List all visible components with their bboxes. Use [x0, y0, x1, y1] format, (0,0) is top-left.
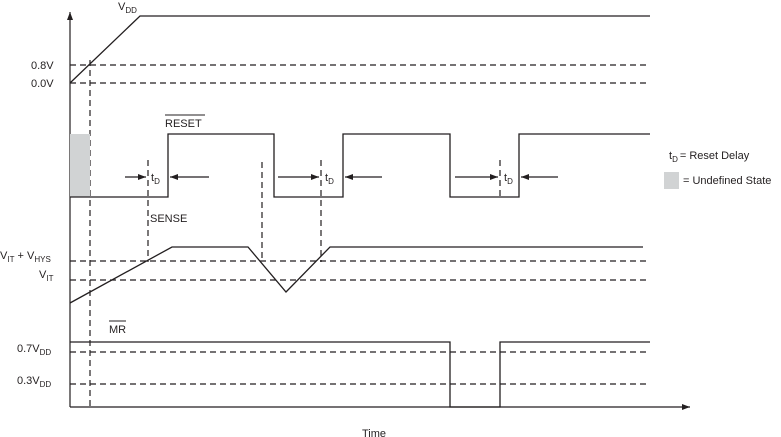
vdd-label: VDD: [118, 1, 137, 15]
sense-waveform: [69, 246, 643, 304]
level-0-0v-label: 0.0V: [31, 78, 54, 90]
legend-td: tD= Reset Delay: [669, 150, 750, 164]
svg-text:tD: tD: [151, 172, 160, 186]
legend-undefined-text: = Undefined State: [683, 175, 771, 187]
svg-text:tD: tD: [325, 172, 334, 186]
reset-waveform: [70, 133, 650, 198]
reset-label: RESET: [165, 118, 202, 130]
vdd-waveform: [69, 15, 650, 84]
vit-hys-label: VIT + VHYS: [0, 250, 51, 264]
sense-label: SENSE: [150, 213, 187, 225]
legend-undefined-swatch: [664, 172, 679, 189]
level-0-8v-label: 0.8V: [31, 60, 54, 72]
vit-label: VIT: [39, 269, 54, 283]
x-axis-title: Time: [362, 428, 386, 437]
td-annotation-3: tD: [455, 172, 558, 186]
td-annotation-1: tD: [125, 172, 209, 186]
mr-waveform: [70, 341, 650, 408]
vdd-0-7-label: 0.7VDD: [17, 343, 51, 357]
mr-label: MR: [109, 324, 126, 336]
vdd-0-3-label: 0.3VDD: [17, 375, 51, 389]
td-annotation-2: tD: [278, 172, 382, 186]
svg-text:tD: tD: [504, 172, 513, 186]
undefined-state-region: [70, 134, 90, 197]
